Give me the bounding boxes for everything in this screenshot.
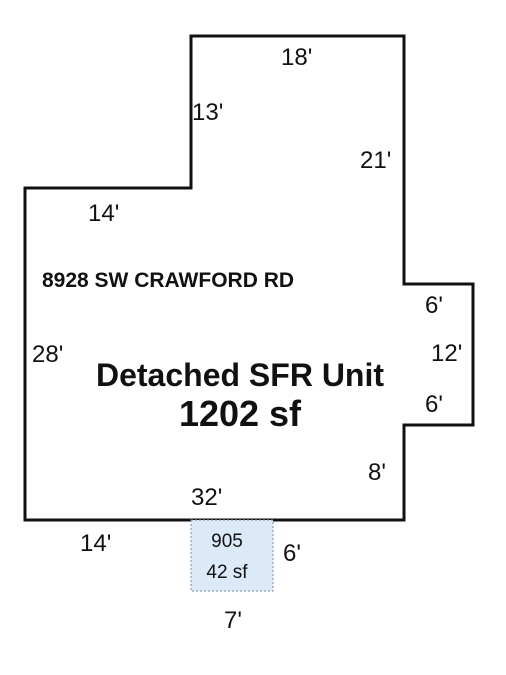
dim-bottom-left: 14' xyxy=(80,530,111,557)
unit-label: Detached SFR Unit xyxy=(96,357,384,393)
annex-width-dim: 7' xyxy=(224,607,242,634)
annex-rect xyxy=(190,519,274,592)
dim-bump-right: 12' xyxy=(431,340,462,367)
property-address: 8928 SW CRAWFORD RD xyxy=(42,269,294,292)
dim-left-ledge: 14' xyxy=(88,200,119,227)
annex-height-dim: 6' xyxy=(283,540,301,567)
dim-bump-bottom: 6' xyxy=(425,391,443,418)
unit-area: 1202 sf xyxy=(179,393,302,434)
dim-left-side: 28' xyxy=(32,341,63,368)
dim-right-upper: 21' xyxy=(360,147,391,174)
dim-bump-top: 6' xyxy=(425,292,443,319)
unit-outline xyxy=(23,34,475,522)
annex-area: 42 sf xyxy=(206,562,248,583)
dim-upper-left-step: 13' xyxy=(192,99,223,126)
dim-right-lower: 8' xyxy=(368,459,386,486)
annex-code: 905 xyxy=(211,531,243,552)
dim-bottom: 32' xyxy=(191,484,222,511)
dim-top: 18' xyxy=(281,44,312,71)
